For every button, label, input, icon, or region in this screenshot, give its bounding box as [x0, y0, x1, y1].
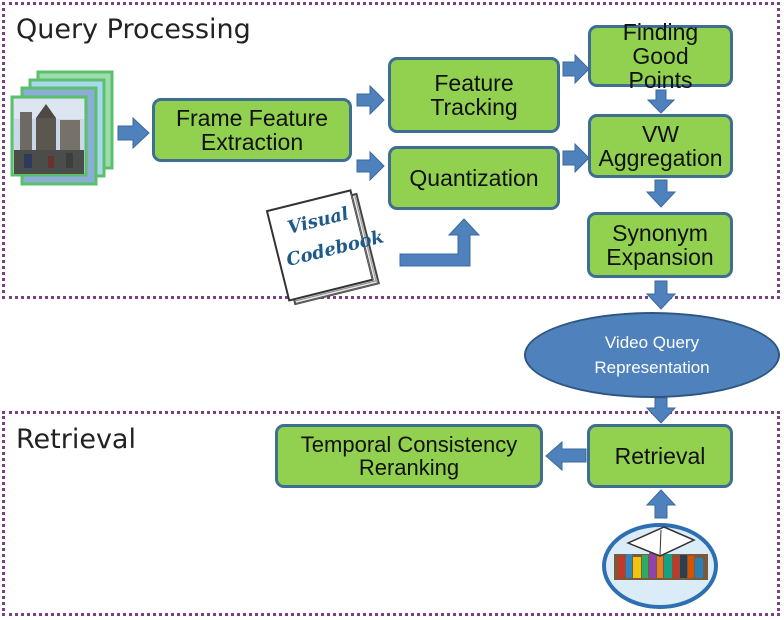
vw-aggregation-box: VW Aggregation [588, 114, 733, 178]
finding-good-points-box: Finding Good Points [588, 20, 733, 92]
arrow-synonym-to-representation [645, 280, 677, 310]
retrieval-box: Retrieval [587, 424, 733, 488]
query-processing-region [2, 2, 780, 299]
frame-feature-extraction-box: Frame Feature Extraction [152, 98, 352, 162]
arrow-extraction-to-tracking [356, 84, 385, 116]
query-processing-label: Query Processing [16, 14, 251, 45]
arrow-tracking-to-goodpoints [562, 53, 590, 85]
feature-tracking-box: Feature Tracking [388, 57, 560, 133]
arrow-frames-to-extraction [117, 116, 150, 150]
retrieval-region [2, 411, 780, 616]
arrow-database-to-retrieval [645, 489, 677, 519]
arrow-quantization-to-aggregation [562, 142, 590, 174]
arrow-codebook-to-quantization [399, 218, 481, 267]
quantization-box: Quantization [388, 146, 560, 210]
synonym-expansion-box: Synonym Expansion [587, 212, 733, 278]
temporal-consistency-reranking-box: Temporal Consistency Reranking [275, 424, 543, 488]
arrow-retrieval-to-reranking [545, 440, 587, 472]
arrow-representation-to-retrieval [645, 397, 677, 424]
arrow-extraction-to-quantization [356, 150, 385, 182]
video-query-representation-ellipse: Video Query Representation [524, 312, 780, 398]
arrow-aggregation-to-synonym [645, 179, 677, 208]
arrow-goodpoints-to-aggregation [646, 89, 676, 114]
retrieval-region-label: Retrieval [16, 424, 136, 455]
